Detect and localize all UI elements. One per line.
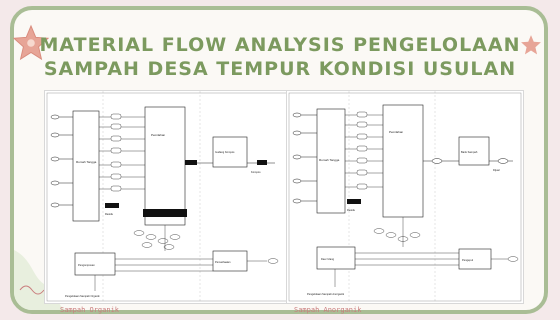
flow-circles (373, 228, 421, 242)
star-icon-right (521, 35, 541, 55)
output-flow: Kompos (185, 160, 275, 174)
main-process: Pemilahan (144, 106, 186, 226)
residue-label: Residu (347, 208, 356, 212)
storage-label: Gudang Kompos (215, 150, 235, 154)
bottom-note: Pengelolaan Sampah Anorganik (307, 292, 345, 296)
output-label: Kompos (251, 170, 261, 174)
treatment-label: Daur Ulang (321, 257, 335, 261)
flow-diagram-inorganic: Rumah Tangga Pemilahan Bank Sampah (288, 91, 522, 303)
internal-flows (99, 113, 145, 192)
treatment-label: Pengomposan (78, 263, 95, 267)
page-title-line1: MATERIAL FLOW ANALYSIS PENGELOLAAN (39, 34, 521, 56)
mfa-diagram-inorganic: Rumah Tangga Pemilahan Bank Sampah (286, 90, 524, 304)
storage-process: Bank Sampah (458, 136, 490, 166)
reuse-process: Pemanfaatan (212, 250, 248, 272)
internal-flows (345, 111, 383, 190)
bottom-note: Pengelolaan Sampah Organik (65, 294, 100, 298)
caption-inorganic: Sampah Anorganik (294, 306, 362, 314)
storage-label: Bank Sampah (461, 150, 478, 154)
source-process: Rumah Tangga (316, 108, 346, 214)
lower-flows (94, 225, 267, 291)
output-flow (423, 158, 513, 164)
residue-flow: Residu (347, 199, 361, 212)
input-flows (50, 114, 73, 208)
mfa-diagram-organic: Rumah Tangga Pemilahan Gudang Kompos (44, 90, 294, 304)
residue-flow: Residu (105, 203, 119, 216)
input-flows (292, 112, 317, 204)
flow-diagram-organic: Rumah Tangga Pemilahan Gudang Kompos (46, 91, 292, 303)
storage-process: Gudang Kompos (212, 136, 248, 168)
page-title-line2: SAMPAH DESA TEMPUR KONDISI USULAN (43, 58, 517, 80)
treatment-process: Pengomposan (74, 252, 116, 276)
main-process-label: Pemilahan (151, 133, 166, 137)
main-process-label: Pemilahan (389, 130, 404, 134)
reuse-process: Pengepul (458, 248, 492, 270)
caption-organic: Sampah Organik (60, 306, 120, 314)
reuse-label: Pemanfaatan (215, 260, 231, 264)
reuse-label: Pengepul (462, 258, 473, 262)
source-process: Rumah Tangga (72, 110, 100, 222)
source-label: Rumah Tangga (76, 160, 97, 164)
black-flow-bar (143, 209, 187, 217)
output-label: Dijual (493, 168, 500, 172)
residue-label: Residu (105, 212, 114, 216)
flow-circles (133, 230, 181, 250)
treatment-process: Daur Ulang (316, 246, 356, 270)
lower-flows (334, 217, 509, 287)
main-process: Pemilahan (382, 104, 424, 218)
source-label: Rumah Tangga (319, 158, 340, 162)
star-icon-left (12, 24, 50, 61)
